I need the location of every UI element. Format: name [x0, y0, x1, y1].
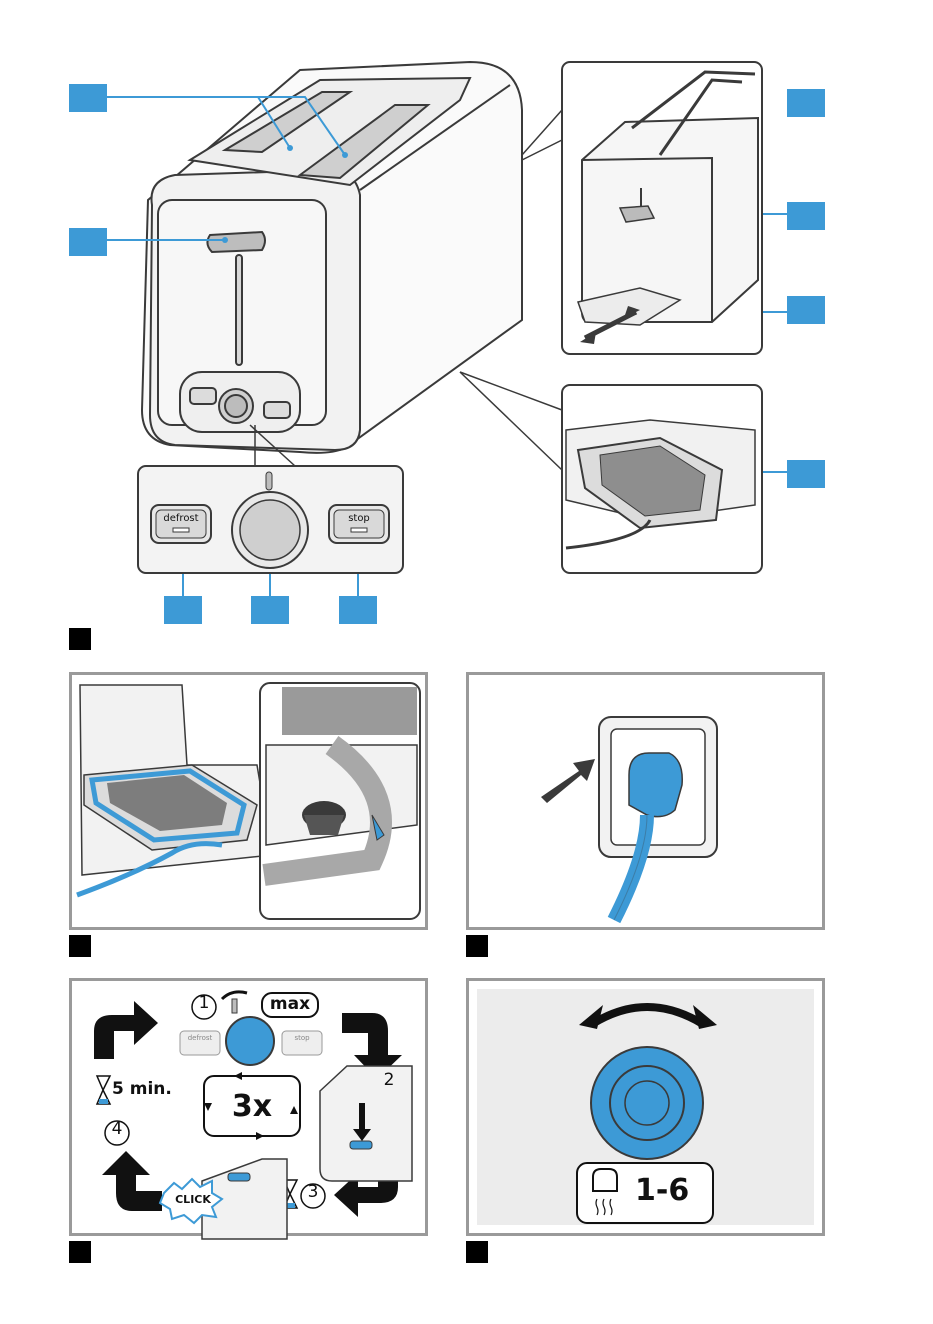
wait-time-label: 5 min. — [112, 1079, 172, 1099]
callout-tag-side-lever — [787, 202, 825, 230]
figure-number-b — [69, 935, 91, 957]
defrost-mini-label: defrost — [180, 1034, 220, 1042]
repeat-count-label: 3x — [204, 1089, 300, 1124]
callout-tag-stop — [339, 596, 377, 624]
callout-tag-crumb-tray — [787, 296, 825, 324]
plug-in-drawing — [469, 675, 828, 933]
callout-tag-defrost — [164, 596, 202, 624]
callout-tag-slots — [69, 84, 107, 112]
callout-tag-browning-dial — [251, 596, 289, 624]
figure-c-panel — [466, 672, 825, 930]
cord-storage-drawing — [72, 675, 431, 933]
figure-f-panel: 1-6 — [466, 978, 825, 1236]
browning-range-label: 1-6 — [635, 1173, 689, 1208]
figure-number-f — [466, 1241, 488, 1263]
inset-bottom-view — [562, 385, 762, 573]
callout-tag-lever — [69, 228, 107, 256]
defrost-button-label: defrost — [156, 513, 206, 524]
inset-side-view — [562, 62, 762, 354]
callout-tag-bun-rack — [787, 89, 825, 117]
figure-b-panel — [69, 672, 428, 930]
click-label: CLICK — [166, 1193, 220, 1206]
max-label: max — [262, 994, 318, 1014]
toaster-body — [142, 62, 522, 453]
step-1-number: 1 — [192, 993, 216, 1013]
figure-number-c — [466, 935, 488, 957]
figure-number-e — [69, 1241, 91, 1263]
figure-e-panel: 1 max defrost stop 2 5 min. 3x 4 CLICK 3 — [69, 978, 428, 1236]
step-2-number: 2 — [377, 1070, 401, 1090]
step-4-number: 4 — [105, 1119, 129, 1139]
callout-tag-cord-storage — [787, 460, 825, 488]
stop-button-label: stop — [334, 513, 384, 524]
stop-mini-label: stop — [282, 1034, 322, 1042]
step-3-number: 3 — [301, 1182, 325, 1202]
figure-number-a — [69, 628, 91, 650]
